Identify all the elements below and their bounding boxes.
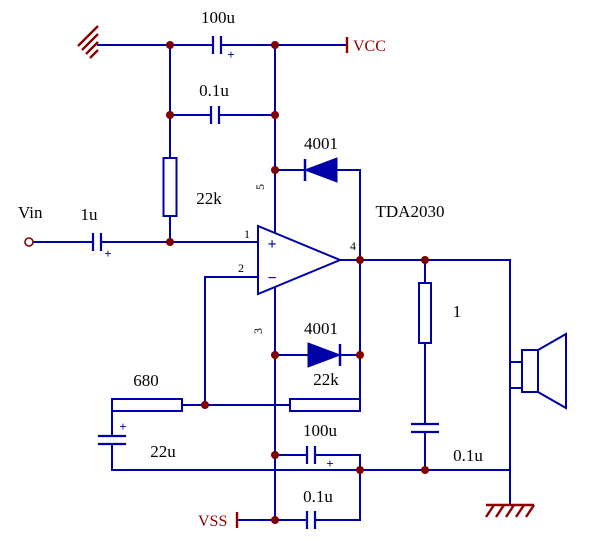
vin-port: Vin [18,203,43,247]
pin-number-3: 3 [251,328,265,334]
diode-triangle [307,342,342,368]
speaker-cone [537,332,567,410]
capacitor-plates [305,446,317,464]
opamp-tda2030: + − TDA2030 1 2 4 5 3 [238,184,444,334]
polarity-mark: + [227,47,234,62]
capacitor-plates [305,511,317,529]
junction-dot [356,466,364,474]
resistor-value: 680 [133,371,159,390]
capacitor-top-hf: 0.1u [199,81,229,124]
resistor-body [111,398,183,412]
polarity-mark: + [104,246,111,261]
opamp-plus-sign: + [267,236,276,253]
opamp-triangle [257,224,343,296]
vcc-label: VCC [353,38,386,55]
capacitor-value: 1u [81,205,99,224]
capacitor-input: 1u + [81,205,112,261]
earth-ticks [485,504,535,518]
polarity-mark: + [326,456,333,471]
vin-label: Vin [18,203,43,222]
earth-hatch [77,25,99,59]
junction-dots [166,41,429,524]
vss-label: VSS [198,513,227,530]
earth-ground-top-icon [77,25,99,59]
junction-dot [271,111,279,119]
junction-dot [421,466,429,474]
diode-value: 4001 [304,134,338,153]
capacitor-zobel: 0.1u [411,422,483,465]
capacitor-value: 0.1u [303,487,333,506]
capacitor-value: 0.1u [199,81,229,100]
junction-dot [166,111,174,119]
capacitor-plates [211,36,223,54]
capacitor-plates [209,106,221,124]
capacitor-value: 0.1u [453,446,483,465]
pin-number-5: 5 [253,184,267,190]
junction-dot [271,351,279,359]
vcc-port: VCC [345,37,386,55]
resistor-value: 1 [453,302,462,321]
resistor-feedback-ground: 680 [111,371,183,412]
opamp-minus-sign: − [267,270,276,287]
pin-number-4: 4 [350,239,356,253]
vss-port: VSS [198,512,239,530]
capacitor-value: 100u [201,8,236,27]
junction-dot [166,238,174,246]
junction-dot [166,41,174,49]
wire-segments [32,44,523,521]
capacitor-value: 22u [150,442,176,461]
capacitor-bottom-bulk: 100u + [303,421,338,471]
junction-dot [271,516,279,524]
capacitor-bottom-hf: 0.1u [303,487,333,529]
junction-dot [271,451,279,459]
pin-number-2: 2 [238,261,244,275]
junction-dot [421,256,429,264]
junction-dot [201,401,209,409]
junction-dot [356,256,364,264]
capacitor-plates [411,422,439,434]
pin-number-1: 1 [244,227,250,241]
earth-ground-bottom-icon [485,503,535,518]
resistor-body [162,157,178,217]
resistor-value: 22k [313,370,339,389]
capacitor-feedback: 22u + [98,419,176,461]
speaker-body [521,349,539,393]
vin-terminal-icon [24,237,34,247]
speaker-icon [521,332,567,410]
ic-name: TDA2030 [376,202,445,221]
polarity-mark: + [119,419,126,434]
capacitor-value: 100u [303,421,338,440]
junction-dot [271,41,279,49]
diode-triangle [303,157,338,183]
junction-dot [356,351,364,359]
diode-bottom: 4001 [304,319,342,368]
resistor-zobel: 1 [418,282,462,344]
capacitor-plates [98,434,126,446]
capacitor-top-bulk: 100u + [201,8,236,62]
capacitor-plates [91,233,103,251]
resistor-feedback: 22k [289,370,361,412]
junction-dot [271,166,279,174]
resistor-value: 22k [196,189,222,208]
resistor-body [418,282,432,344]
resistor-body [289,398,361,412]
resistor-bias: 22k [162,157,222,217]
diode-top: 4001 [303,134,338,183]
diode-value: 4001 [304,319,338,338]
